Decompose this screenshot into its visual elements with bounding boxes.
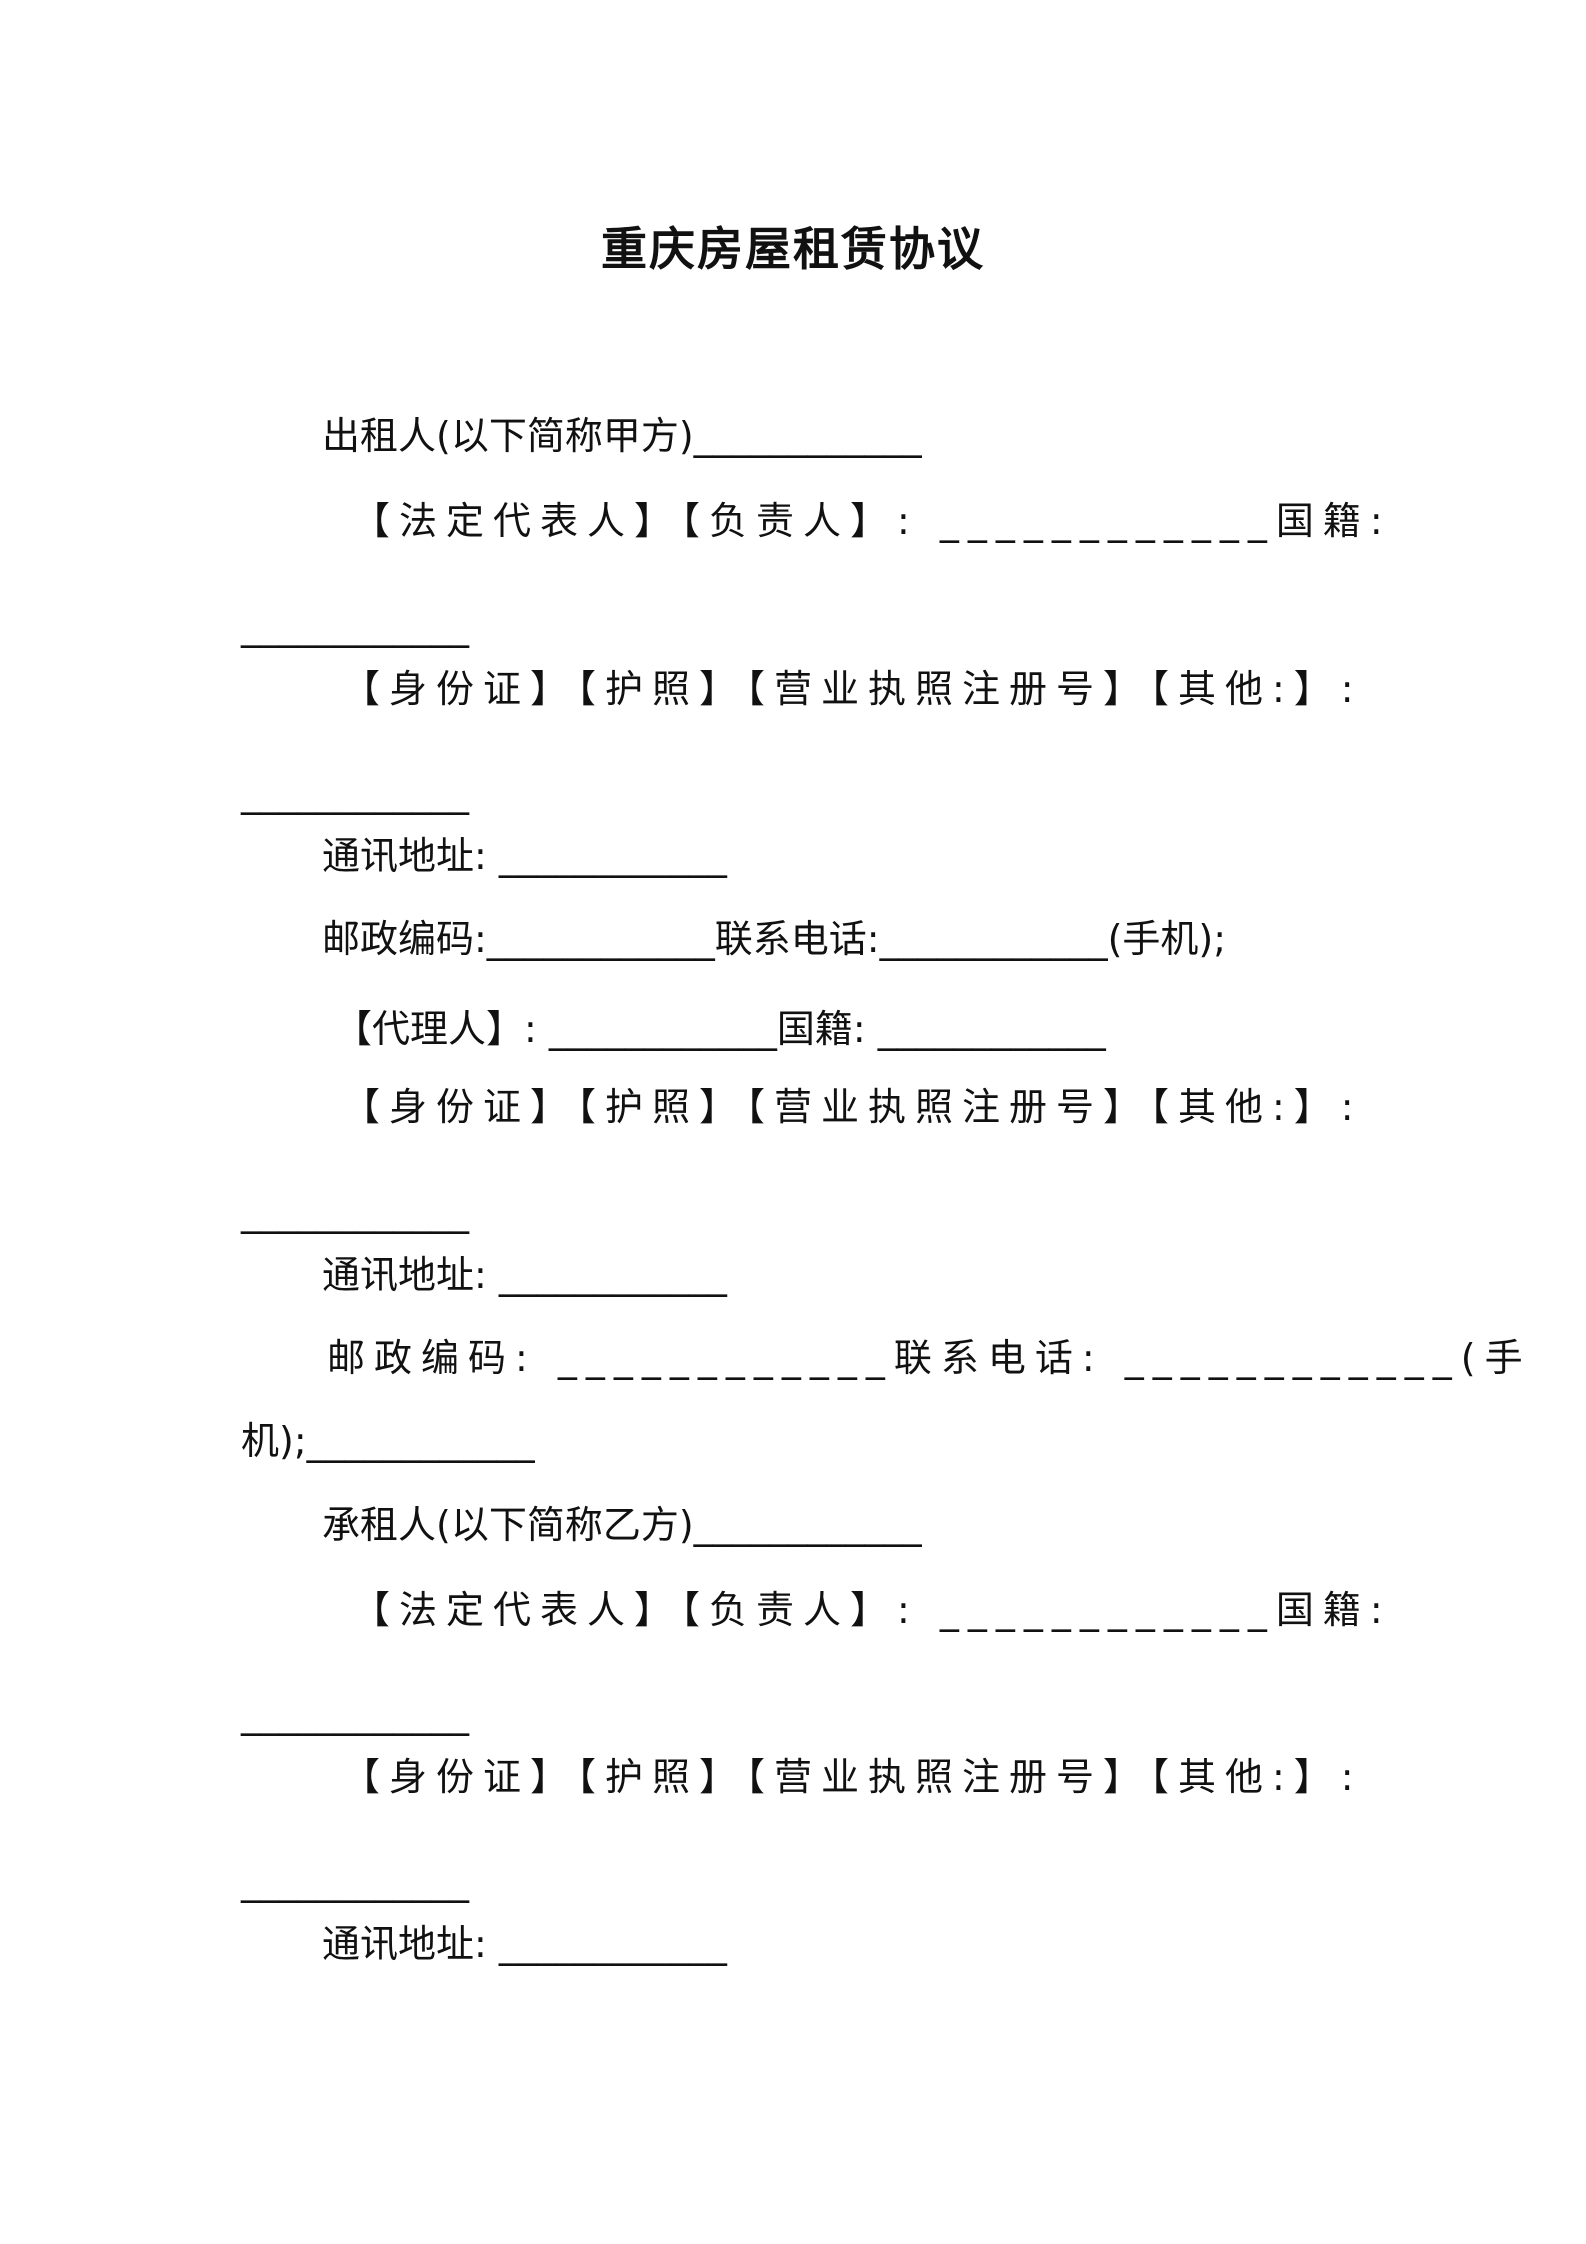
- lessor-id-type-line: 【身份证】【护照】【营业执照注册号】【其他:】:: [342, 667, 1363, 711]
- agent-postcode-phone-line: 邮政编码: ____________联系电话: ____________(手: [327, 1336, 1532, 1380]
- lessee-id-type-line: 【身份证】【护照】【营业执照注册号】【其他:】:: [342, 1755, 1363, 1799]
- lessor-agent-line: 【代理人】: ____________国籍: ____________: [334, 1007, 1106, 1051]
- agent-phone-continued: 机);____________: [241, 1419, 535, 1463]
- lessee-id-blank: ____________: [241, 1859, 469, 1903]
- lessor-representative-line: 【法定代表人】【负责人】: ____________国籍:: [352, 499, 1392, 543]
- agent-address-line: 通讯地址: ____________: [322, 1253, 727, 1297]
- lessee-representative-line: 【法定代表人】【负责人】: ____________国籍:: [352, 1588, 1392, 1632]
- lessor-representative-blank: ____________: [241, 604, 469, 648]
- agent-id-type-line: 【身份证】【护照】【营业执照注册号】【其他:】:: [342, 1085, 1363, 1129]
- lessor-address-line: 通讯地址: ____________: [322, 834, 727, 878]
- lessee-representative-blank: ____________: [241, 1692, 469, 1736]
- lessor-line: 出租人(以下简称甲方)____________: [322, 414, 922, 458]
- document-title: 重庆房屋租赁协议: [601, 222, 985, 276]
- agent-id-blank: ____________: [241, 1190, 469, 1234]
- lessee-line: 承租人(以下简称乙方)____________: [322, 1503, 922, 1547]
- lessor-id-blank: ____________: [241, 771, 469, 815]
- lessee-address-line: 通讯地址: ____________: [322, 1922, 727, 1966]
- lessor-postcode-phone-line: 邮政编码:____________联系电话:____________(手机);: [322, 917, 1227, 961]
